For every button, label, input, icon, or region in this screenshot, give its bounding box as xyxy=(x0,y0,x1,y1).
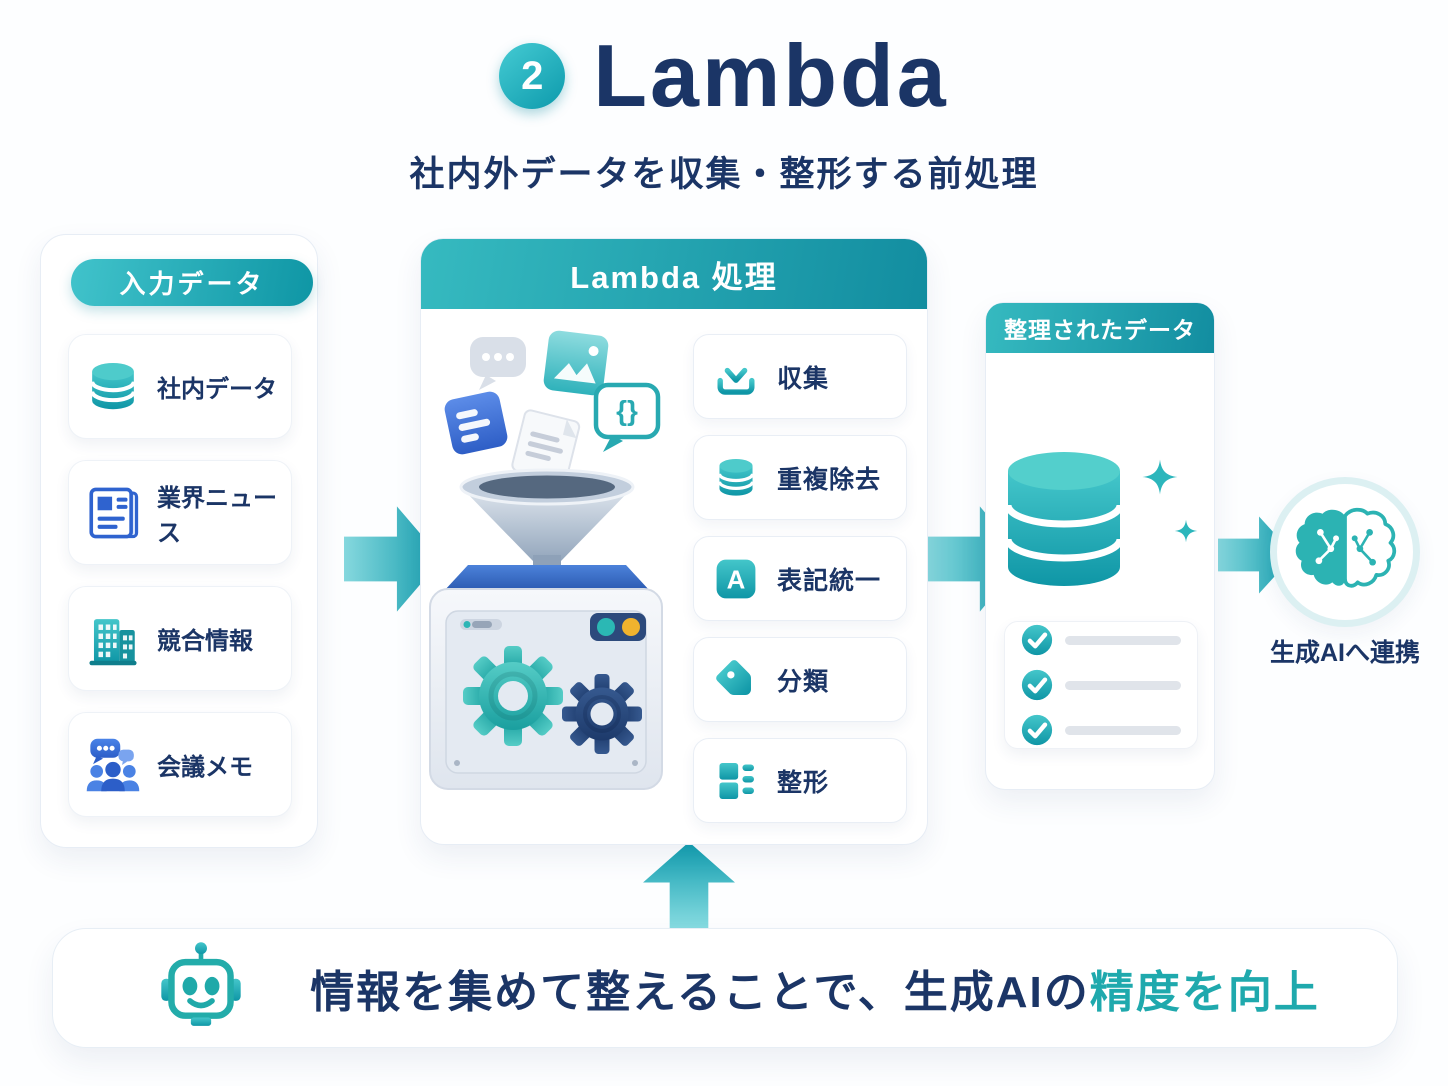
machine-box xyxy=(429,565,663,790)
paper-icon xyxy=(511,409,581,483)
funnel-machine-illustration: {} xyxy=(429,330,663,790)
brain-icon xyxy=(1295,507,1397,588)
checklist-line xyxy=(1065,635,1181,645)
check-circle-icon xyxy=(1021,669,1053,701)
step-number-badge: 2 xyxy=(499,43,566,109)
input-item-label: 社内データ xyxy=(157,376,277,403)
ai-brain-badge xyxy=(1270,477,1420,627)
output-panel-title: 整理されたデータ xyxy=(986,303,1214,353)
input-item-list: 社内データ 業界ニュース xyxy=(68,334,292,817)
page-title: Lambda xyxy=(593,26,949,125)
summary-text-highlight: 精度を向上 xyxy=(1089,968,1320,1017)
list-item: 会議メモ xyxy=(68,712,292,817)
header: 2 Lambda xyxy=(0,32,1448,120)
building-icon xyxy=(89,618,137,665)
list-item: 整形 xyxy=(693,738,907,823)
lambda-step-list: 収集 重複除去 A 表記統一 xyxy=(693,334,907,823)
step-label: 重複除去 xyxy=(777,465,882,494)
code-bubble-icon: {} xyxy=(593,382,661,452)
check-circle-icon xyxy=(1021,714,1053,746)
arrow-up-icon xyxy=(643,842,735,930)
download-icon xyxy=(717,356,755,395)
list-item: 業界ニュース xyxy=(68,460,292,565)
document-icon xyxy=(444,391,508,455)
checklist-card xyxy=(1004,621,1198,749)
checklist-line xyxy=(1065,725,1181,735)
input-data-panel: 入力データ 社内データ xyxy=(40,234,318,848)
list-item xyxy=(1021,669,1181,701)
list-item xyxy=(1021,714,1181,746)
list-item xyxy=(1021,624,1181,656)
newspaper-icon xyxy=(89,487,139,538)
step-label: 表記統一 xyxy=(777,566,882,595)
step-label: 分類 xyxy=(777,667,830,696)
tag-icon xyxy=(716,659,751,695)
summary-text-main: 情報を集めて整えることで、生成AIの xyxy=(310,968,1090,1017)
page-subtitle: 社内外データを収集・整形する前処理 xyxy=(409,155,1039,194)
step-label: 整形 xyxy=(777,768,830,797)
list-item: 社内データ xyxy=(68,334,292,439)
svg-text:A: A xyxy=(727,566,746,594)
image-file-icon xyxy=(543,330,609,396)
letter-a-icon: A xyxy=(716,559,756,598)
input-item-label: 業界ニュース xyxy=(157,484,277,547)
ai-link-label: 生成AIへ連携 xyxy=(1269,639,1420,667)
gear-icon xyxy=(463,646,563,746)
format-icon xyxy=(719,762,754,799)
checklist-line xyxy=(1065,680,1181,690)
database-icon xyxy=(717,458,755,496)
list-item: 収集 xyxy=(693,334,907,419)
output-data-panel: 整理されたデータ xyxy=(985,302,1215,790)
database-icon xyxy=(90,362,136,409)
chat-bubble-icon xyxy=(470,337,526,390)
meeting-notes-icon xyxy=(86,738,140,791)
list-item: 競合情報 xyxy=(68,586,292,691)
summary-bar: 情報を集めて整えることで、生成AIの精度を向上 xyxy=(52,928,1398,1048)
input-item-label: 会議メモ xyxy=(157,754,253,781)
robot-icon xyxy=(161,942,241,1026)
input-panel-title: 入力データ xyxy=(71,259,313,306)
check-circle-icon xyxy=(1021,624,1053,656)
step-label: 収集 xyxy=(777,364,830,393)
summary-text: 情報を集めて整えることで、生成AIの精度を向上 xyxy=(283,929,1347,1047)
gear-icon xyxy=(562,674,642,754)
svg-text:{}: {} xyxy=(616,395,638,426)
list-item: 重複除去 xyxy=(693,435,907,520)
list-item: 分類 xyxy=(693,637,907,722)
clean-database-icon xyxy=(1004,452,1198,586)
sparkle-icon xyxy=(1142,459,1198,543)
list-item: A 表記統一 xyxy=(693,536,907,621)
lambda-processing-panel: Lambda 処理 xyxy=(420,238,928,845)
lambda-panel-title: Lambda 処理 xyxy=(421,239,927,309)
input-item-label: 競合情報 xyxy=(157,628,253,655)
